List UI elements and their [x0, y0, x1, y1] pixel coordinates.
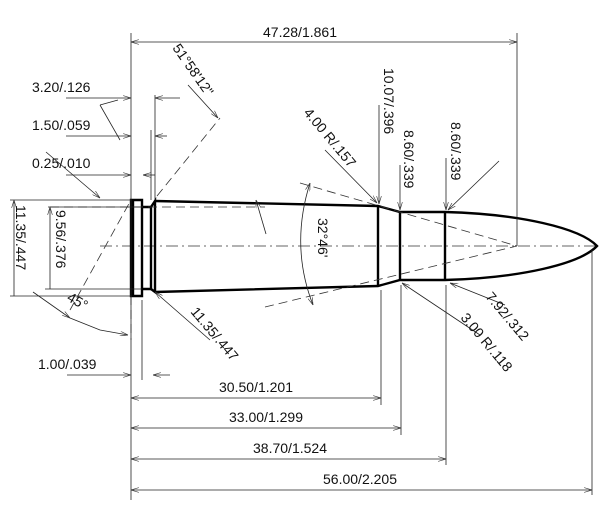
label-shoulder-radius: 4.00 R/.157: [301, 105, 360, 171]
label-shoulder-angle: 32°46': [315, 218, 331, 257]
label-shoulder-angle-top: 51°58'12": [170, 41, 218, 99]
label-rim-thickness: 3.20/.126: [32, 79, 91, 95]
label-len-neck-start: 33.00/1.299: [229, 409, 303, 425]
label-chamfer-angle: 45°: [65, 289, 91, 313]
cartridge-outline: [129, 197, 599, 298]
label-shoulder-diameter: 10.07/.396: [381, 68, 397, 134]
label-rim-diameter: 11.35/.447: [13, 205, 29, 270]
label-len-case: 38.70/1.524: [253, 440, 327, 456]
label-groove-diameter: 9.56/.376: [53, 210, 69, 269]
label-len-overall: 56.00/2.205: [323, 471, 397, 487]
label-rim-offset: 1.00/.039: [38, 356, 97, 372]
label-body-diameter: 11.35/.447: [188, 304, 242, 364]
label-rim-step: 0.25/.010: [32, 155, 91, 171]
label-overall-to-datum: 47.28/1.861: [263, 24, 337, 40]
label-neck-diameter-2: 8.60/.339: [448, 122, 464, 181]
label-len-shoulder: 30.50/1.201: [219, 379, 293, 395]
label-groove-width: 1.50/.059: [32, 117, 91, 133]
construction-lines: [50, 117, 518, 340]
extension-lines: [10, 33, 593, 500]
dimension-lines: [14, 42, 592, 490]
label-neck-diameter-1: 8.60/.339: [401, 130, 417, 189]
